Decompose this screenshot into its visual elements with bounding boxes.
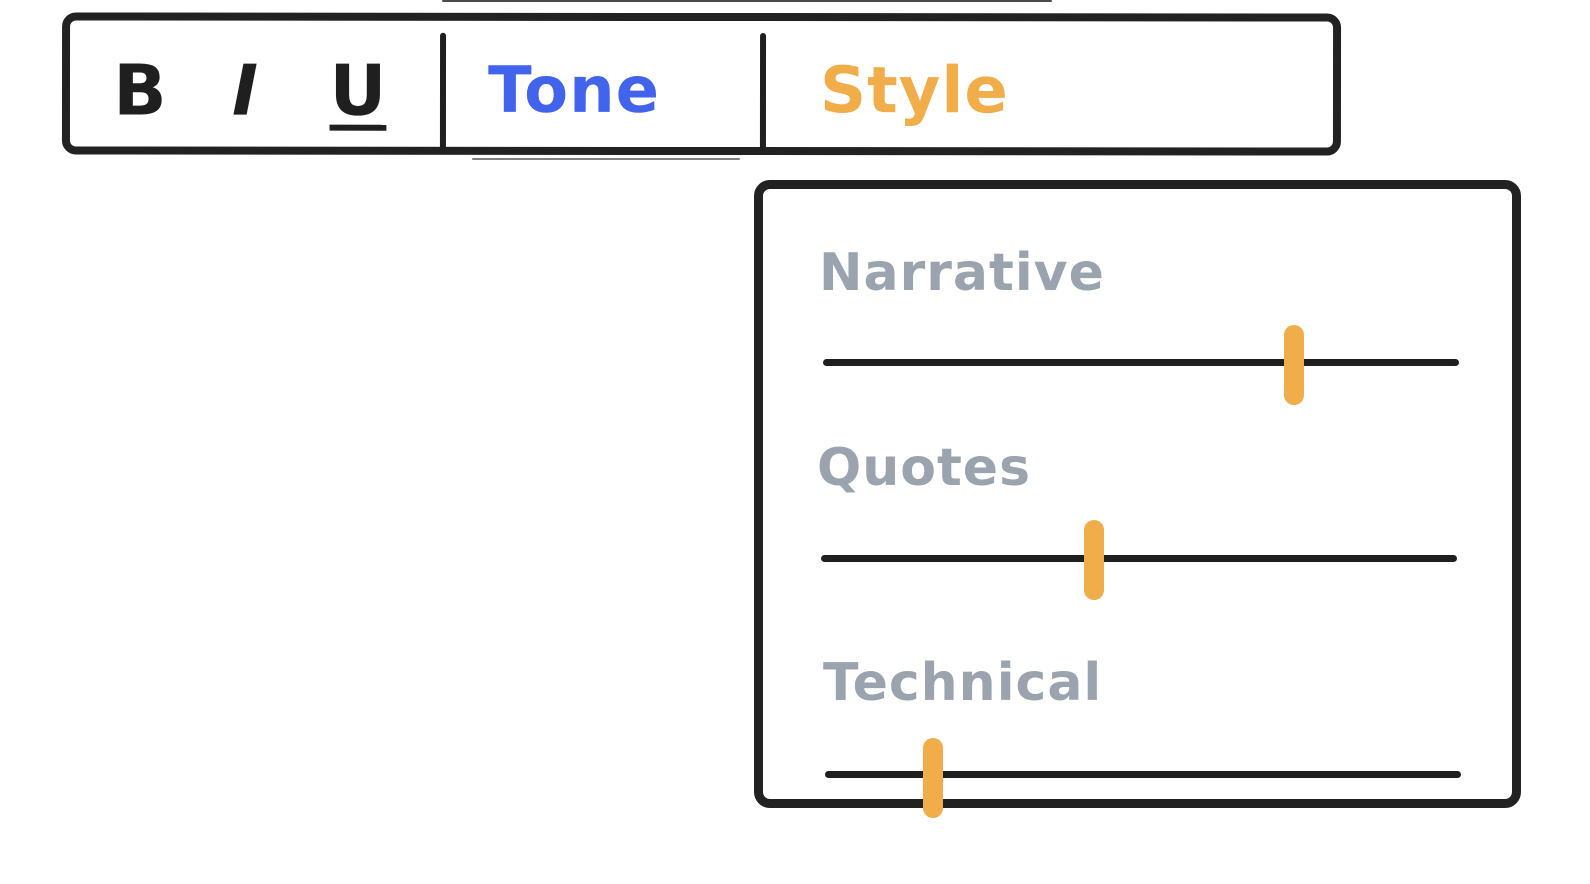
italic-button[interactable]: I [231, 49, 259, 132]
slider-label-quotes: Quotes [817, 438, 1032, 498]
sketch-stroke-top [442, 0, 1052, 2]
style-panel: Narrative Quotes Technical [754, 180, 1521, 818]
slider-thumb-quotes[interactable] [1084, 520, 1105, 600]
tab-tone[interactable]: Tone [487, 53, 661, 128]
underline-button[interactable]: U [329, 49, 387, 132]
slider-thumb-technical[interactable] [923, 738, 944, 818]
slider-label-technical: Technical [823, 653, 1103, 713]
formatting-toolbar: B I U Tone Style [61, 12, 1342, 156]
toolbar-divider [439, 32, 447, 151]
bold-button[interactable]: B [113, 49, 167, 132]
slider-label-narrative: Narrative [819, 243, 1105, 303]
slider-track-technical[interactable] [825, 771, 1461, 778]
sketch-stroke-bottom [472, 158, 740, 160]
tab-style[interactable]: Style [819, 54, 1009, 129]
slider-thumb-narrative[interactable] [1283, 325, 1304, 405]
toolbar-divider [759, 33, 767, 152]
slider-track-quotes[interactable] [821, 555, 1457, 562]
slider-track-narrative[interactable] [823, 359, 1459, 366]
